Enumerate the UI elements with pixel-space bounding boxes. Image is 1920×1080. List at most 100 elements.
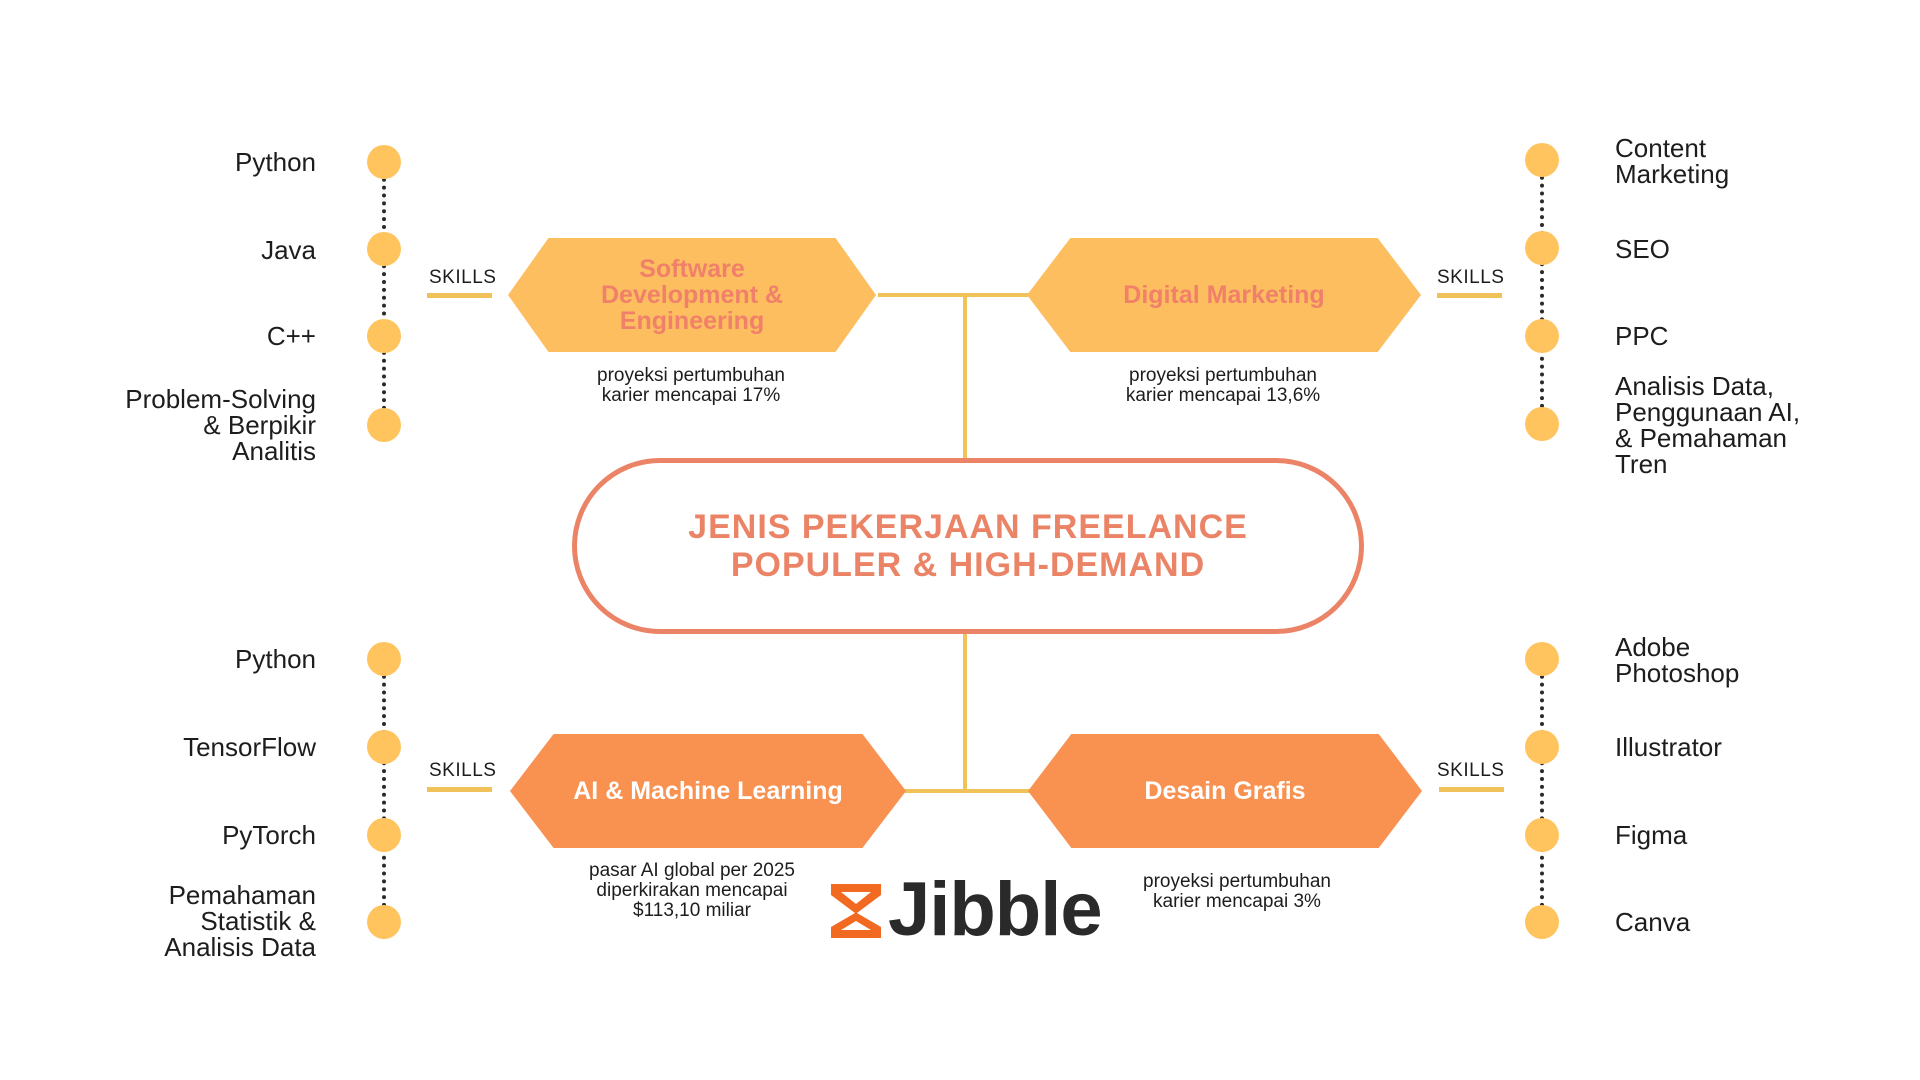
skill-timeline-design [1540, 659, 1544, 923]
central-title-line-2: POPULER & HIGH-DEMAND [730, 546, 1206, 584]
marketing-caption-line: proyeksi pertumbuhan [1129, 365, 1317, 386]
skill-label: Problem-Solving [125, 384, 316, 414]
skill-dot [1525, 818, 1559, 852]
connector-bottom-vertical [963, 628, 967, 793]
ai-caption-line: diperkirakan mencapai [596, 880, 788, 901]
skill-label: Statistik & [200, 906, 316, 936]
skill-ai-4: Pemahaman Statistik & Analisis Data [16, 882, 316, 960]
skills-label-ai: SKILLS [429, 760, 497, 781]
skill-marketing-3: PPC [1615, 323, 1915, 349]
skill-label: TensorFlow [183, 732, 316, 762]
skills-label-design: SKILLS [1437, 760, 1505, 781]
category-software-development: Software Development & Engineering [508, 238, 876, 352]
skill-dot [367, 232, 401, 266]
skill-label: Tren [1615, 449, 1668, 479]
skill-label: Analisis Data [164, 932, 316, 962]
skills-underline-marketing [1437, 293, 1502, 298]
skill-software-4: Problem-Solving & Berpikir Analitis [16, 386, 316, 464]
skill-dot [367, 905, 401, 939]
category-ai-title: AI & Machine Learning [573, 777, 843, 805]
skill-software-2: Java [16, 237, 316, 263]
logo-wordmark: Jibble [888, 867, 1103, 952]
skill-label: Content [1615, 133, 1707, 163]
category-digital-marketing: Digital Marketing [1027, 238, 1421, 352]
marketing-caption: proyeksi pertumbuhan karier mencapai 13,… [1072, 366, 1374, 406]
marketing-caption-line: karier mencapai 13,6% [1125, 385, 1321, 406]
category-software-title: Software Development & Engineering [601, 255, 783, 335]
skill-dot [1525, 143, 1559, 177]
skill-timeline-marketing [1540, 160, 1544, 424]
skill-ai-3: PyTorch [16, 822, 316, 848]
skill-label: C++ [266, 321, 316, 351]
category-design-title: Desain Grafis [1144, 777, 1306, 805]
skill-dot [367, 642, 401, 676]
skill-label: Pemahaman [168, 880, 316, 910]
design-caption-line: proyeksi pertumbuhan [1143, 871, 1331, 892]
skill-marketing-1: Content Marketing [1615, 135, 1915, 187]
skill-label: PyTorch [222, 820, 316, 850]
skill-dot [1525, 407, 1559, 441]
skill-label: PPC [1615, 321, 1669, 351]
skills-underline-ai [427, 787, 492, 792]
skill-label: Photoshop [1615, 658, 1740, 688]
skills-label-marketing: SKILLS [1437, 267, 1505, 288]
connector-top-horizontal [878, 293, 1031, 297]
category-marketing-title: Digital Marketing [1123, 281, 1325, 309]
category-desain-grafis: Desain Grafis [1028, 734, 1422, 848]
skill-timeline-software [382, 162, 386, 426]
design-caption: proyeksi pertumbuhan karier mencapai 3% [1086, 872, 1388, 912]
ai-caption: pasar AI global per 2025 diperkirakan me… [540, 861, 844, 921]
skill-dot [367, 408, 401, 442]
skill-label: Python [235, 644, 316, 674]
category-ai-machine-learning: AI & Machine Learning [510, 734, 906, 848]
skills-label-software: SKILLS [429, 267, 497, 288]
skills-underline-design [1439, 787, 1504, 792]
connector-bottom-horizontal [903, 789, 1031, 793]
skill-design-3: Figma [1615, 822, 1915, 848]
skill-dot [1525, 730, 1559, 764]
skill-dot [367, 145, 401, 179]
skill-label: Python [235, 147, 316, 177]
central-title-line-1: JENIS PEKERJAAN FREELANCE [688, 508, 1248, 546]
hourglass-logo-icon [831, 884, 881, 938]
skills-underline-software [427, 293, 492, 298]
skill-dot [1525, 231, 1559, 265]
software-caption: proyeksi pertumbuhan karier mencapai 17% [540, 366, 842, 406]
skill-design-1: Adobe Photoshop [1615, 634, 1915, 686]
skill-marketing-2: SEO [1615, 236, 1915, 262]
skill-label: SEO [1615, 234, 1670, 264]
skill-label: & Berpikir [203, 410, 316, 440]
software-caption-line: karier mencapai 17% [601, 385, 781, 406]
skill-label: Java [261, 235, 316, 265]
skill-label: Figma [1615, 820, 1688, 850]
skill-software-1: Python [16, 149, 316, 175]
software-caption-line: proyeksi pertumbuhan [597, 365, 785, 386]
skill-label: Illustrator [1615, 732, 1722, 762]
skill-label: Penggunaan AI, [1615, 397, 1801, 427]
skill-label: Adobe [1615, 632, 1691, 662]
skill-label: Marketing [1615, 159, 1730, 189]
skill-ai-2: TensorFlow [16, 734, 316, 760]
ai-caption-line: $113,10 miliar [633, 900, 751, 921]
skill-dot [367, 730, 401, 764]
skill-dot [367, 818, 401, 852]
skill-label: Canva [1615, 907, 1691, 937]
skill-timeline-ai [382, 659, 386, 923]
skill-dot [1525, 319, 1559, 353]
skill-design-4: Canva [1615, 909, 1915, 935]
ai-caption-line: pasar AI global per 2025 [589, 860, 795, 881]
design-caption-line: karier mencapai 3% [1153, 891, 1321, 912]
skill-ai-1: Python [16, 646, 316, 672]
skill-dot [1525, 642, 1559, 676]
skill-software-3: C++ [16, 323, 316, 349]
connector-top-vertical [963, 293, 967, 460]
skill-dot [1525, 905, 1559, 939]
skill-label: & Pemahaman [1615, 423, 1787, 453]
skill-marketing-4: Analisis Data, Penggunaan AI, & Pemahama… [1615, 373, 1915, 477]
skill-label: Analitis [232, 436, 316, 466]
skill-dot [367, 319, 401, 353]
skill-label: Analisis Data, [1615, 371, 1774, 401]
central-topic-pill: JENIS PEKERJAAN FREELANCE POPULER & HIGH… [572, 458, 1364, 634]
skill-design-2: Illustrator [1615, 734, 1915, 760]
